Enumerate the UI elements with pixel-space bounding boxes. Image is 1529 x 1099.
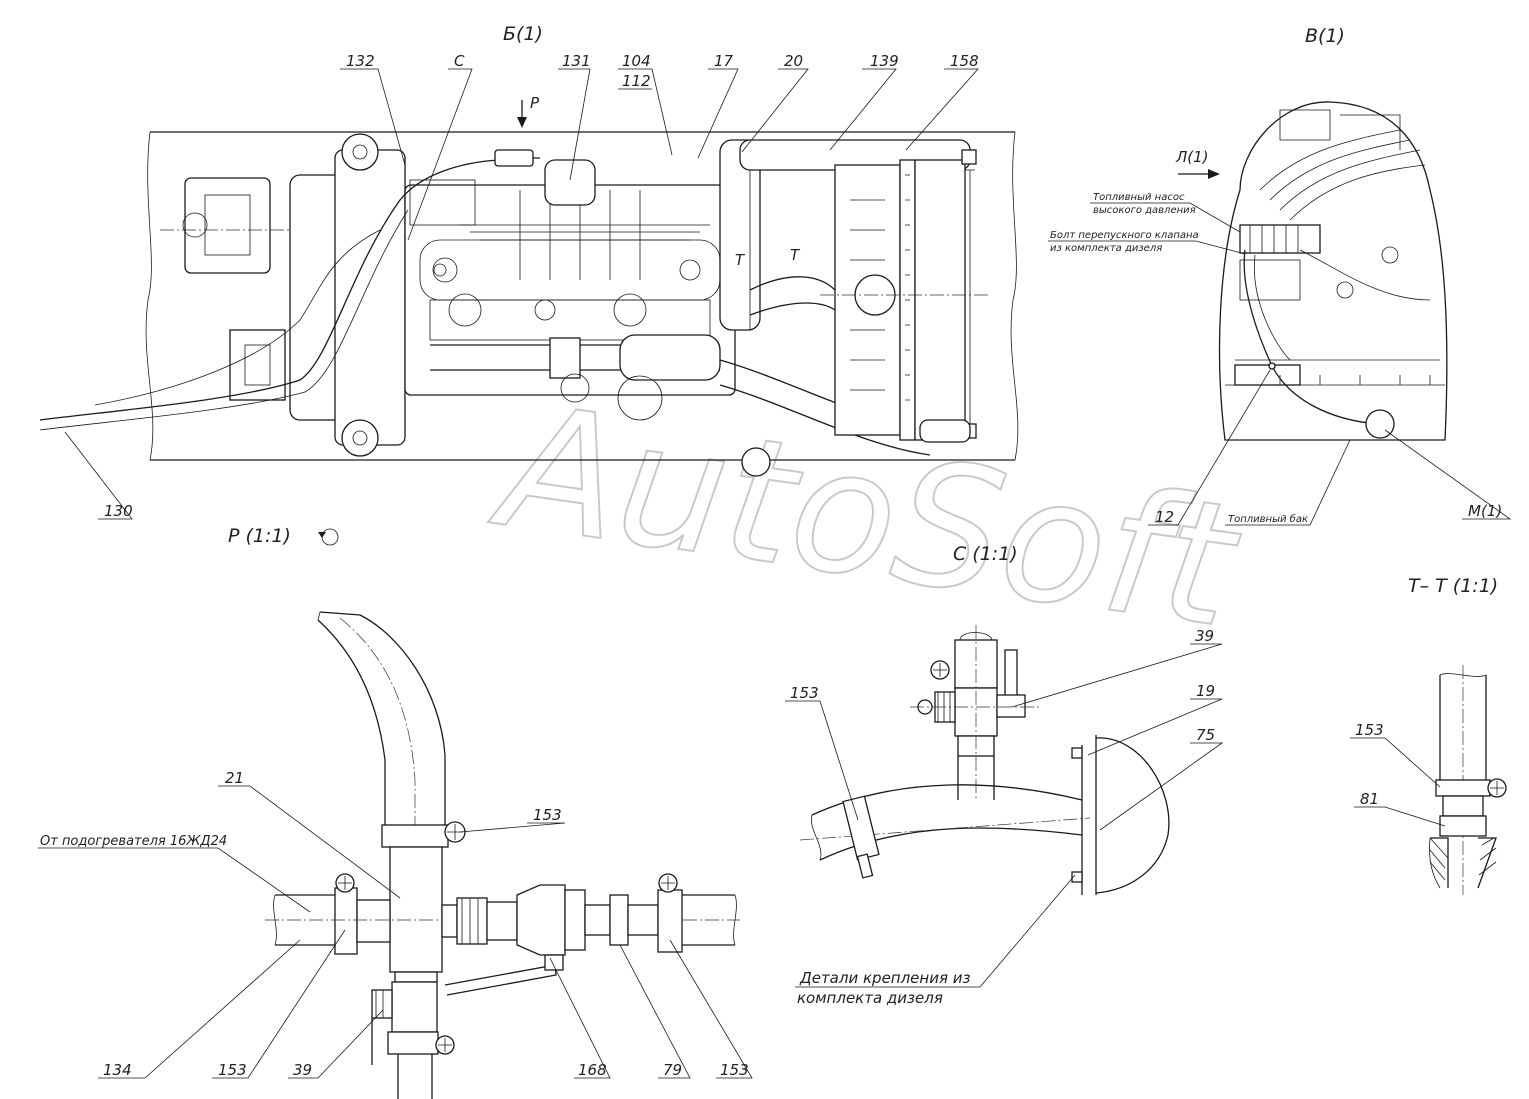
callout-112: 112: [622, 72, 651, 90]
callout-79: 79: [663, 1061, 682, 1079]
note-from-heater: От подогревателя 16ЖД24: [40, 834, 227, 849]
callout-c-19: 19: [1196, 682, 1215, 700]
callout-131: 131: [562, 52, 591, 70]
callout-39: 39: [293, 1061, 312, 1079]
view-c-title: С (1:1): [953, 543, 1018, 565]
section-mark-t-right: Т: [790, 246, 801, 264]
callout-153-top: 153: [533, 806, 562, 824]
note-fuel-tank: Топливный бак: [1228, 513, 1308, 525]
callout-17: 17: [714, 52, 734, 70]
note-pump-line2: высокого давления: [1093, 205, 1196, 216]
note-bolt-line2: из комплекта дизеля: [1050, 243, 1162, 254]
note-mount-line1: Детали крепления из: [799, 969, 971, 987]
callout-130: 130: [104, 502, 133, 520]
section-mark-t-left: Т: [735, 251, 746, 269]
view-tt-section: Т– Т (1:1) 153 81: [1350, 575, 1507, 895]
note-bolt-line1: Болт перепускного клапана: [1050, 230, 1199, 241]
callout-t-153: 153: [1355, 721, 1384, 739]
callout-168: 168: [578, 1061, 607, 1079]
callout-21: 21: [225, 769, 244, 787]
callout-c-39: 39: [1195, 627, 1214, 645]
view-c-fuel-bleed: С (1:1) 39 19 75 153 Детал: [785, 543, 1224, 1007]
callout-20: 20: [784, 52, 803, 70]
callout-c-75: 75: [1196, 726, 1215, 744]
callout-c-mark: С: [454, 52, 465, 70]
callout-c-153: 153: [790, 684, 819, 702]
note-pump-line1: Топливный насос: [1093, 192, 1185, 203]
view-tt-title: Т– Т (1:1): [1408, 575, 1498, 597]
callouts-view-b: 132 С 131 104 112 17 20 139 158 130: [64, 52, 979, 520]
callout-12: 12: [1155, 508, 1174, 526]
callout-132: 132: [346, 52, 375, 70]
rotate-icon: [321, 528, 339, 546]
callout-m-view: М(1): [1468, 502, 1502, 520]
callout-139: 139: [870, 52, 899, 70]
callout-153-a: 153: [218, 1061, 247, 1079]
view-v-fuel-system: В(1) Л(1) Топливный насос высокого давле…: [1048, 25, 1512, 526]
callout-158: 158: [950, 52, 979, 70]
callout-153-b: 153: [720, 1061, 749, 1079]
view-p-title: Р (1:1): [228, 525, 291, 547]
l-arrow-label: Л(1): [1175, 148, 1209, 166]
callout-104: 104: [622, 52, 651, 70]
callout-t-81: 81: [1360, 790, 1379, 808]
view-b-title: Б(1): [503, 23, 543, 45]
note-mount-line2: комплекта дизеля: [797, 989, 943, 1007]
view-v-title: В(1): [1305, 25, 1345, 47]
view-b-engine-plan: Б(1) Р: [39, 23, 1019, 520]
view-p-heater-valve: Р (1:1): [38, 525, 753, 1099]
callout-134: 134: [103, 1061, 132, 1079]
p-arrow-label: Р: [530, 94, 540, 112]
